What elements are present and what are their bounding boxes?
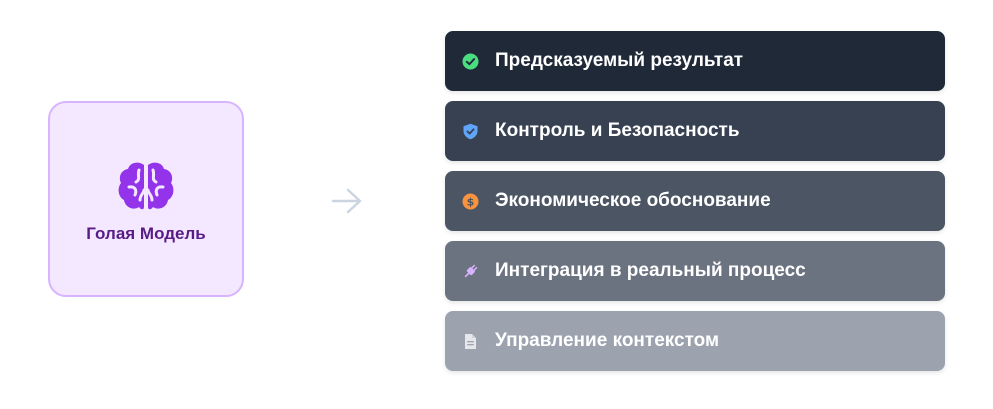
plug-icon (462, 263, 479, 280)
dollar-coin-icon: $ (462, 193, 479, 210)
shield-check-icon (462, 123, 479, 140)
feature-item-context-management: Управление контекстом (445, 311, 945, 371)
bare-model-card: Голая Модель (48, 101, 244, 297)
feature-label: Управление контекстом (495, 330, 720, 351)
feature-label: Экономическое обоснование (495, 190, 771, 211)
feature-item-predictable-result: Предсказуемый результат (445, 31, 945, 91)
arrow-right-icon (331, 188, 362, 214)
check-circle-icon (462, 53, 479, 70)
feature-list: Предсказуемый результат Контроль и Безоп… (445, 31, 945, 381)
document-icon (462, 333, 479, 350)
feature-item-control-security: Контроль и Безопасность (445, 101, 945, 161)
feature-item-economic-justification: $ Экономическое обоснование (445, 171, 945, 231)
svg-text:$: $ (467, 195, 475, 208)
model-label: Голая Модель (86, 224, 206, 243)
brain-icon (118, 162, 174, 210)
feature-label: Интеграция в реальный процесс (495, 260, 806, 281)
feature-item-process-integration: Интеграция в реальный процесс (445, 241, 945, 301)
feature-label: Предсказуемый результат (495, 50, 744, 71)
feature-label: Контроль и Безопасность (495, 120, 740, 141)
